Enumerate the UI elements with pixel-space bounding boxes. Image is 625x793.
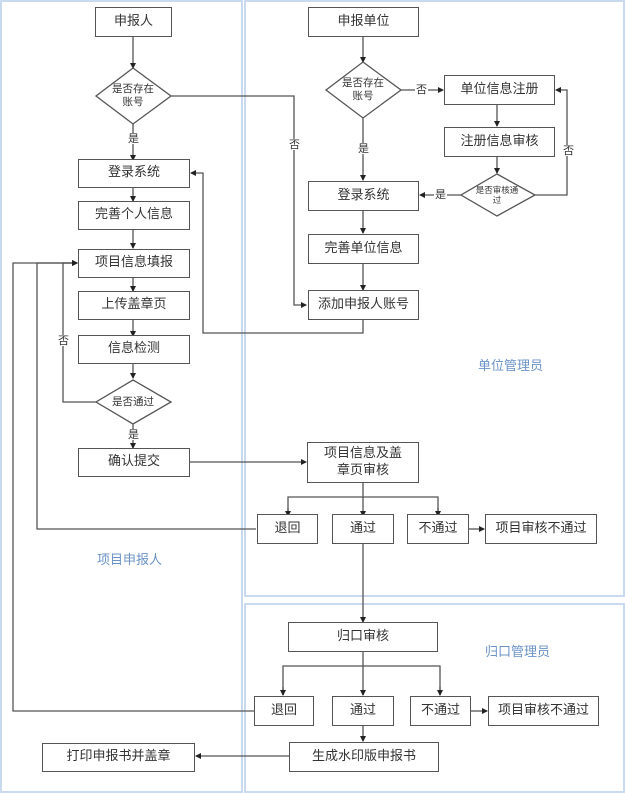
node-complete-unit-info[interactable]: 完善单位信息 (308, 234, 419, 264)
decision-applicant-check-label[interactable]: 是否通过 (112, 395, 154, 408)
label-applicant-account-yes: 是 (127, 132, 140, 145)
decision-unit-account-label[interactable]: 是否存在账号 (342, 77, 384, 102)
node-unit-reject[interactable]: 不通过 (407, 514, 469, 544)
node-unit-reject-result[interactable]: 项目审核不通过 (485, 514, 597, 544)
node-unit-pass[interactable]: 通过 (332, 514, 394, 544)
lane-label-unit-admin: 单位管理员 (478, 359, 544, 374)
node-info-check[interactable]: 信息检测 (78, 335, 190, 364)
label-applicant-account-no: 否 (288, 138, 301, 151)
node-central-reject-result[interactable]: 项目审核不通过 (488, 696, 599, 726)
decision-applicant-account (94, 67, 173, 125)
label-unit-account-yes: 是 (357, 142, 370, 155)
node-applicant-login[interactable]: 登录系统 (78, 159, 190, 188)
decision-applicant-account-label[interactable]: 是否存在账号 (112, 83, 154, 108)
node-applicant-start[interactable]: 申报人 (95, 7, 172, 37)
node-fill-project-info[interactable]: 项目信息填报 (78, 249, 190, 278)
edge-review-no-loop (535, 87, 568, 196)
node-generate-watermark[interactable]: 生成水印版申报书 (289, 742, 439, 772)
label-review-no: 否 (562, 144, 575, 157)
decision-register-review (459, 173, 537, 217)
node-central-return[interactable]: 退回 (254, 696, 314, 726)
node-central-review[interactable]: 归口审核 (288, 622, 438, 652)
node-unit-login[interactable]: 登录系统 (308, 181, 419, 211)
edge-central-return-loop (12, 260, 254, 712)
label-review-yes: 是 (434, 188, 447, 201)
edge-add-to-login (190, 170, 364, 334)
node-unit-register[interactable]: 单位信息注册 (444, 75, 555, 105)
label-check-no: 否 (57, 334, 70, 347)
node-central-pass[interactable]: 通过 (332, 696, 394, 726)
node-register-review[interactable]: 注册信息审核 (444, 127, 555, 157)
node-complete-personal-info[interactable]: 完善个人信息 (78, 201, 190, 230)
node-unit-start[interactable]: 申报单位 (308, 7, 419, 37)
edge-passed-no-loop (62, 260, 96, 403)
node-unit-return[interactable]: 退回 (257, 514, 318, 544)
edge-no-account-to-add (171, 95, 307, 308)
node-print-and-seal[interactable]: 打印申报书并盖章 (42, 743, 195, 772)
decision-unit-account (324, 61, 403, 119)
label-check-yes: 是 (127, 428, 140, 441)
decision-register-review-label[interactable]: 是否审核通过 (475, 185, 519, 206)
lane-label-applicant: 项目申报人 (97, 553, 163, 568)
lane-label-central-admin: 归口管理员 (485, 645, 551, 660)
node-central-reject[interactable]: 不通过 (410, 696, 471, 726)
decision-applicant-check (94, 379, 173, 425)
node-upload-seal-page[interactable]: 上传盖章页 (78, 291, 190, 320)
node-confirm-submit[interactable]: 确认提交 (78, 448, 190, 477)
label-unit-account-no: 否 (415, 83, 428, 96)
node-add-applicant-account[interactable]: 添加申报人账号 (308, 290, 419, 320)
node-unit-review[interactable]: 项目信息及盖章页审核 (307, 442, 419, 483)
